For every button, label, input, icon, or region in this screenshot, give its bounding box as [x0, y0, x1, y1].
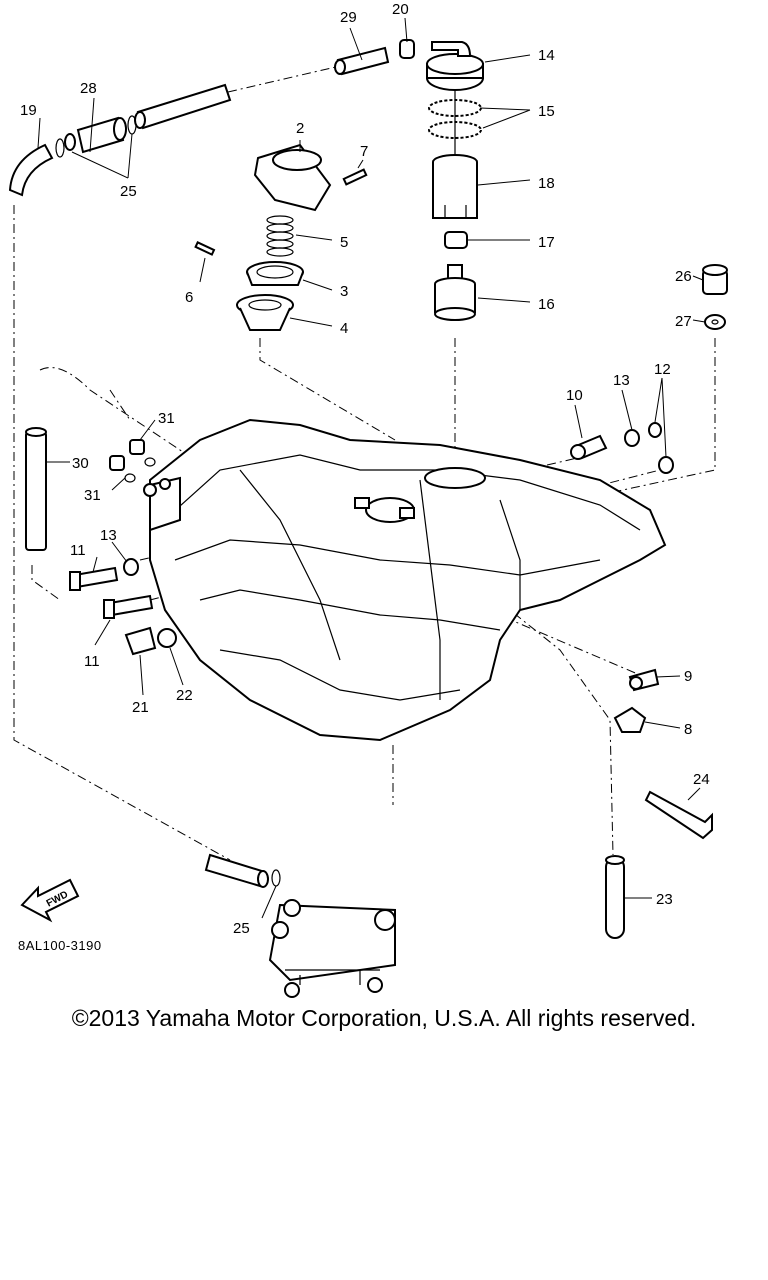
callout-20: 20 [392, 1, 409, 18]
callout-15: 15 [538, 103, 555, 120]
part-10-bolt [570, 434, 608, 460]
part-2-filler-cap [253, 143, 332, 212]
callout-5: 5 [340, 234, 348, 251]
callout-14: 14 [538, 47, 555, 64]
part-29-hose [334, 46, 390, 76]
part-9-fitting [628, 668, 660, 692]
fuel-tank-exploded-diagram: FWD 14 [8, 1, 728, 998]
callout-11-bottom: 11 [84, 653, 100, 670]
callout-13-left: 13 [100, 527, 117, 544]
callout-27: 27 [675, 313, 692, 330]
fuel-pump [268, 899, 396, 998]
part-14-cap [426, 41, 484, 91]
part-4-filler-neck [236, 294, 294, 331]
drawing-code: 8AL100-3190 [18, 938, 102, 953]
part-31-clips [109, 439, 156, 483]
callout-31-top: 31 [158, 410, 175, 427]
callout-labels: 14 15 18 17 16 2 7 5 6 3 4 26 27 10 13 1… [20, 1, 710, 937]
callout-28: 28 [80, 80, 97, 97]
callout-4: 4 [340, 320, 348, 337]
part-20-clamp [399, 39, 415, 59]
callout-23: 23 [656, 891, 673, 908]
part-11-bolts [69, 566, 154, 619]
callout-30: 30 [72, 455, 89, 472]
callout-29: 29 [340, 9, 357, 26]
callout-7: 7 [360, 143, 368, 160]
part-15-rings [428, 90, 482, 155]
callout-10: 10 [566, 387, 583, 404]
callout-3: 3 [340, 283, 348, 300]
callout-12: 12 [654, 361, 671, 378]
callout-25-top: 25 [120, 183, 137, 200]
callout-13-right: 13 [613, 372, 630, 389]
callout-6: 6 [185, 289, 193, 306]
callout-2: 2 [296, 120, 304, 137]
callout-16: 16 [538, 296, 555, 313]
part-13-washer [123, 429, 640, 576]
part-23-tube [605, 855, 625, 939]
bottom-hose [204, 853, 269, 888]
callout-25-bottom: 25 [233, 920, 250, 937]
part-24-strap [644, 790, 713, 840]
part-17-clip [444, 231, 468, 249]
fwd-arrow-icon: FWD [20, 878, 80, 923]
part-7-pin [342, 168, 368, 186]
part-22-clamp [157, 628, 177, 648]
part-5-spring [266, 215, 294, 257]
callout-17: 17 [538, 234, 555, 251]
part-3-ring [246, 261, 304, 286]
part-28-fitting [64, 116, 127, 154]
part-27-washer [704, 314, 726, 330]
callout-9: 9 [684, 668, 692, 685]
callout-22: 22 [176, 687, 193, 704]
callout-19: 19 [20, 102, 37, 119]
part-26-nut [702, 264, 728, 295]
part-19-curved-hose [8, 143, 54, 197]
part-12-fastener [648, 422, 674, 474]
callout-24: 24 [693, 771, 710, 788]
callout-8: 8 [684, 721, 692, 738]
callout-31-bottom: 31 [84, 487, 101, 504]
callout-18: 18 [538, 175, 555, 192]
copyright-notice: ©2013 Yamaha Motor Corporation, U.S.A. A… [71, 1005, 697, 1031]
callout-11-top: 11 [70, 542, 86, 559]
part-30-hose [25, 427, 47, 551]
part-8-cap [613, 706, 647, 733]
fuel-tank [143, 418, 667, 742]
part-16-valve [434, 264, 476, 321]
leader-lines [37, 17, 706, 919]
part-25-clip-bottom [271, 869, 281, 887]
fuel-hose [134, 83, 232, 130]
part-6-pin [194, 241, 216, 256]
part-18-filter [432, 154, 478, 219]
callout-26: 26 [675, 268, 692, 285]
part-21-hose [124, 626, 157, 656]
callout-21: 21 [132, 699, 149, 716]
